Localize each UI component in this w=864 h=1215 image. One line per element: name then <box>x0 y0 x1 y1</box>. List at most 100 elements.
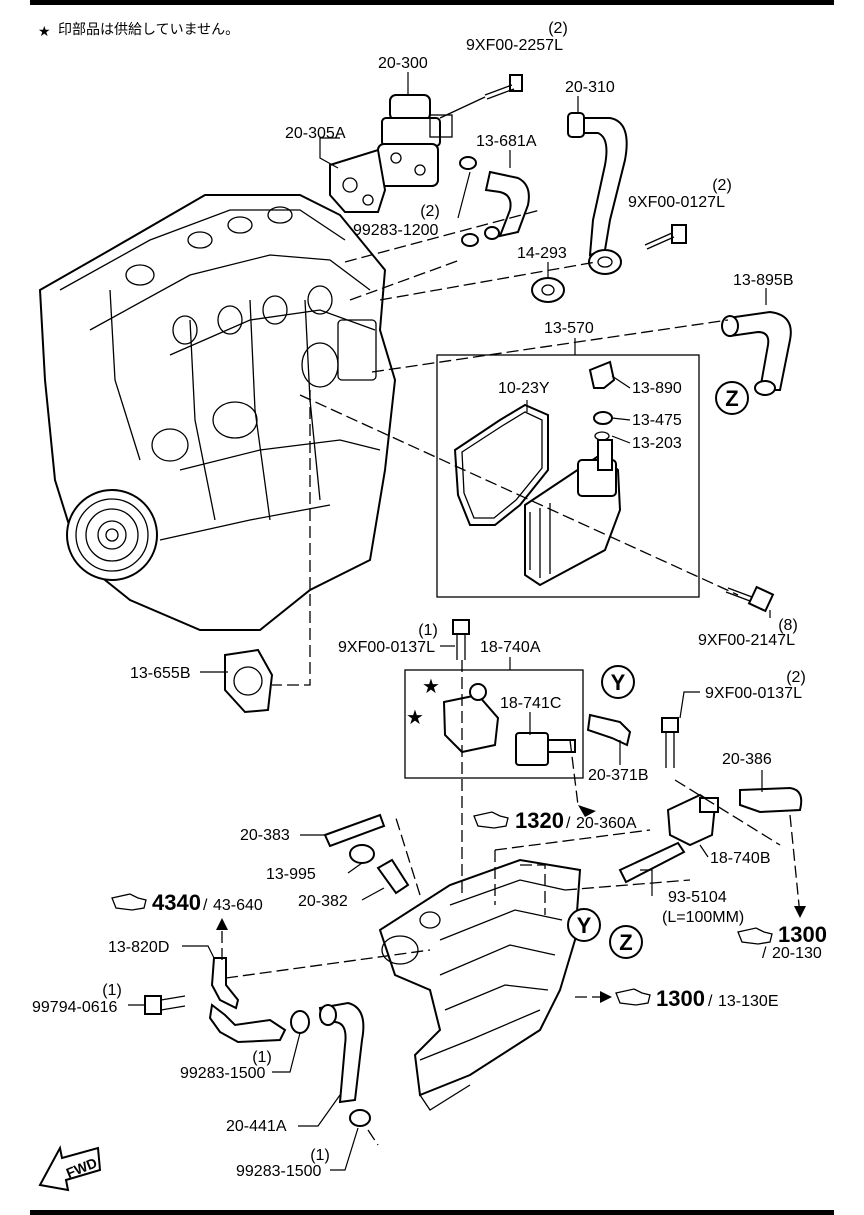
label-13-655b: 13-655B <box>130 665 191 682</box>
clamp-99283-1500-b <box>349 1109 371 1127</box>
hose-20-371b <box>586 713 632 747</box>
hose-93-5104 <box>618 841 686 884</box>
label-qty-9xf00-0137l-b: (2) <box>786 669 806 686</box>
hose-20-441a <box>318 1001 365 1104</box>
top-border <box>30 0 834 5</box>
bolt-9xf00-0127l <box>644 224 687 250</box>
hose-20-310 <box>567 112 628 275</box>
clamp-99283-1500-a <box>290 1010 310 1034</box>
svg-text:/: / <box>203 897 208 914</box>
label-qty-9xf00-2147l: (8) <box>778 617 798 634</box>
bolt-9xf00-2257l <box>439 74 523 119</box>
label-99794-0616: 99794-0616 <box>32 999 118 1016</box>
ref-arrows <box>216 805 806 1003</box>
label-13-203: 13-203 <box>632 435 682 452</box>
label-13-681a: 13-681A <box>476 133 537 150</box>
label-qty-9xf00-0137l-a: (1) <box>418 622 438 639</box>
hose-13-895b <box>721 310 792 396</box>
svg-text:/: / <box>708 993 713 1010</box>
svg-text:1320: 1320 <box>515 808 564 833</box>
svg-text:20-130: 20-130 <box>772 945 822 962</box>
bolt-99794-0616 <box>144 995 186 1015</box>
star-marker-2: ★ <box>406 705 424 729</box>
marker-z-top: Z <box>715 381 749 415</box>
gasket-10-23y <box>453 403 549 526</box>
pointing-hand-icon <box>111 893 147 911</box>
label-14-293: 14-293 <box>517 245 567 262</box>
label-99283-1500-a: 99283-1500 <box>180 1065 266 1082</box>
label-13-570: 13-570 <box>544 320 594 337</box>
star-marker-1: ★ <box>422 674 440 698</box>
bottom-border <box>30 1210 834 1215</box>
label-20-383: 20-383 <box>240 827 290 844</box>
solenoid-18-740b <box>666 793 719 847</box>
label-qty-99283-1500-b: (1) <box>310 1147 330 1164</box>
sensor-bracket <box>442 683 576 766</box>
label-13-820d: 13-820D <box>108 939 169 956</box>
label-13-895b: 13-895B <box>733 272 794 289</box>
label-qty-9xf00-0127l: (2) <box>712 177 732 194</box>
bolt-9xf00-2147l <box>725 585 775 613</box>
label-qty-99283-1200: (2) <box>420 203 440 220</box>
label-9xf00-2147l: 9XF00-2147L <box>698 632 795 649</box>
label-13-995: 13-995 <box>266 866 316 883</box>
label-20-371b: 20-371B <box>588 767 649 784</box>
guide-lines <box>221 209 801 1146</box>
marker-z-bottom: Z <box>609 925 643 959</box>
connector-13-995 <box>349 844 375 864</box>
svg-text:1300: 1300 <box>656 986 705 1011</box>
ref-4340[interactable]: 4340 / 43-640 <box>111 890 263 915</box>
label-20-305a: 20-305A <box>285 125 346 142</box>
label-20-310: 20-310 <box>565 79 615 96</box>
intake-manifold <box>378 858 582 1111</box>
pointing-hand-icon <box>737 927 773 945</box>
box-13-570 <box>436 354 700 598</box>
hose-20-386 <box>739 786 803 814</box>
svg-text:Z: Z <box>619 930 632 955</box>
label-9xf00-0137l-b: 9XF00-0137L <box>705 685 802 702</box>
svg-text:Y: Y <box>577 913 592 938</box>
egr-valve <box>377 94 453 187</box>
bolt-9xf00-0137l-b <box>661 717 679 768</box>
label-10-23y: 10-23Y <box>498 380 550 397</box>
label-18-741c: 18-741C <box>500 695 561 712</box>
note-star: ★ <box>38 24 51 40</box>
label-20-382: 20-382 <box>298 893 348 910</box>
label-99283-1500-b: 99283-1500 <box>236 1163 322 1180</box>
engine-assembly <box>38 194 397 631</box>
label-20-441a: 20-441A <box>226 1118 287 1135</box>
gasket-13-655b <box>224 648 274 714</box>
label-9xf00-2257l: 9XF00-2257L <box>466 37 563 54</box>
pcv-valve <box>588 360 616 441</box>
pointing-hand-icon <box>473 811 509 829</box>
label-9xf00-0137l-a: 9XF00-0137L <box>338 639 435 656</box>
part-labels: (2) 9XF00-2257L 20-300 20-310 20-305A 13… <box>32 20 806 1180</box>
ref-1300-b[interactable]: 1300 / 13-130E <box>615 986 779 1011</box>
label-13-475: 13-475 <box>632 412 682 429</box>
fwd-arrow-icon: FWD <box>38 1145 102 1192</box>
marker-y-bottom: Y <box>567 908 601 942</box>
box-18-740a <box>404 669 584 779</box>
leader-lines <box>128 72 771 1171</box>
hose-20-382 <box>376 858 410 895</box>
svg-text:20-360A: 20-360A <box>576 815 637 832</box>
label-93-5104: 93-5104 <box>668 889 727 906</box>
ref-1320[interactable]: 1320 / 20-360A <box>473 808 637 833</box>
ref-1300-a[interactable]: 1300 / 20-130 <box>737 922 827 962</box>
label-18-740b: 18-740B <box>710 850 771 867</box>
label-20-386: 20-386 <box>722 751 772 768</box>
hose-13-681a <box>459 156 530 247</box>
svg-text:/: / <box>566 815 571 832</box>
pointing-hand-icon <box>615 988 651 1006</box>
bolt-9xf00-0137l-a <box>452 619 470 660</box>
pipe-13-820d <box>208 957 287 1044</box>
svg-text:/: / <box>762 945 767 962</box>
gasket-14-293 <box>531 277 565 303</box>
label-13-890: 13-890 <box>632 380 682 397</box>
label-length-93-5104: (L=100MM) <box>662 909 744 926</box>
label-20-300: 20-300 <box>378 55 428 72</box>
svg-text:13-130E: 13-130E <box>718 993 779 1010</box>
svg-text:1300: 1300 <box>778 922 827 947</box>
svg-text:4340: 4340 <box>152 890 201 915</box>
